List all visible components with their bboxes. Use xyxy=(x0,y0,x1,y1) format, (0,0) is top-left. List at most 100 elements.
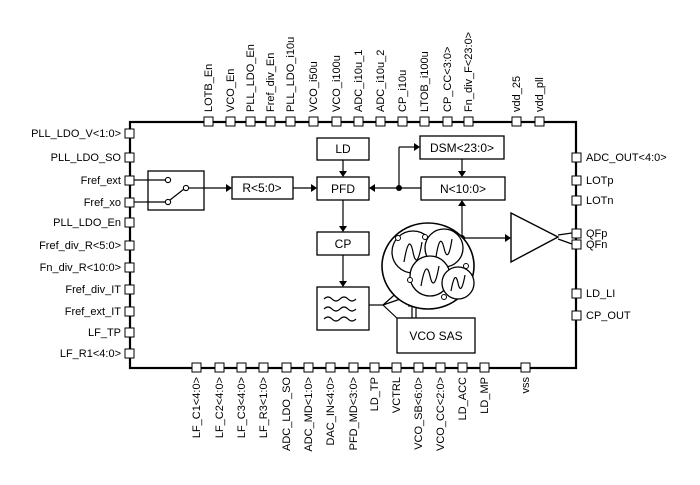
pin-label: ADC_i10u_1 xyxy=(353,50,365,112)
pin-label: PLL_LDO_i10u xyxy=(285,37,297,112)
pin-label: LF_R1<4:0> xyxy=(60,348,121,360)
top-pin: Fref_div_En xyxy=(265,53,277,127)
top-pin: VCO_En xyxy=(225,69,237,127)
bottom-pin: LF_C1<4:0> xyxy=(191,362,203,438)
pin-label: ADC_LDO_SO xyxy=(281,377,293,451)
bottom-pin: LF_R3<1:0> xyxy=(258,362,270,438)
loop-filter-block xyxy=(316,286,370,331)
right-pin: CP_OUT xyxy=(571,310,631,322)
pin-label: vss xyxy=(520,377,532,394)
pin-label: PFD_MD<3:0> xyxy=(348,377,360,450)
pin-label: CP_OUT xyxy=(586,310,631,322)
left-pin: PLL_LDO_SO xyxy=(51,152,135,164)
pin-label: Fref_ext xyxy=(81,175,121,187)
pin-label: LF_TP xyxy=(88,327,121,339)
right-pin: LD_LI xyxy=(571,288,615,300)
right-pin: LOTp xyxy=(571,175,614,187)
pin-label: ADC_MD<1:0> xyxy=(303,377,315,452)
bottom-pin: VCO_SB<6:0> xyxy=(413,362,425,450)
ld-label: LD xyxy=(335,142,351,156)
pin-label: ADC_i10u_2 xyxy=(375,50,387,112)
bottom-pin: LD_ACC xyxy=(457,362,469,420)
pin-label: VCO_i50u xyxy=(308,61,320,112)
cp-label: CP xyxy=(335,237,352,251)
left-pin: Fref_ext_IT xyxy=(65,306,135,318)
pin-label: Fn_div_R<10:0> xyxy=(40,262,121,274)
top-pin: vdd_pll xyxy=(534,77,546,127)
pin-label: LD_TP xyxy=(369,377,381,411)
left-pin: LF_TP xyxy=(88,327,135,339)
pin-label: PLL_LDO_En xyxy=(53,217,121,229)
pin-label: LF_C3<4:0> xyxy=(236,377,248,438)
pin-label: LOTp xyxy=(586,175,614,187)
vco-core xyxy=(441,266,475,300)
pin-label: LF_C2<4:0> xyxy=(214,377,226,438)
n-divider-label: N<10:0> xyxy=(440,182,486,196)
left-pin: Fn_div_R<10:0> xyxy=(40,262,135,274)
pin-label: ADC_OUT<4:0> xyxy=(586,152,667,164)
vco-sas-block: VCO SAS xyxy=(396,317,476,354)
pin-label: VCTRL xyxy=(391,377,403,413)
left-pin: Fref_div_IT xyxy=(65,284,135,296)
bottom-pins: LF_C1<4:0> LF_C2<4:0> LF_C3<4:0> LF_R3<1… xyxy=(191,362,532,452)
dsm-block: DSM<23:0> xyxy=(419,135,505,160)
pin-label: PLL_LDO_SO xyxy=(51,152,122,164)
r-divider-label: R<5:0> xyxy=(242,181,281,195)
top-pin: PLL_LDO_i10u xyxy=(285,37,297,127)
pin-label: Fref_div_R<5:0> xyxy=(39,240,121,252)
top-pin: Fn_div_F<23:0> xyxy=(463,32,475,127)
pin-label: Fn_div_F<23:0> xyxy=(463,32,475,112)
top-pin: vdd_25 xyxy=(511,76,523,127)
pin-label: QFp xyxy=(586,228,607,240)
left-pins: PLL_LDO_V<1:0> PLL_LDO_SO Fref_ext Fref_… xyxy=(31,128,135,360)
pin-label: LF_C1<4:0> xyxy=(191,377,203,438)
pin-label: CP_CC<3:0> xyxy=(442,47,454,112)
bottom-pin: LF_C2<4:0> xyxy=(214,362,226,438)
bottom-pin: vss xyxy=(520,362,532,394)
pfd-block: PFD xyxy=(316,176,370,201)
top-pin: ADC_i10u_1 xyxy=(353,50,365,127)
pfd-label: PFD xyxy=(331,182,355,196)
top-pin: ADC_i10u_2 xyxy=(375,50,387,127)
top-pin: VCO_i50u xyxy=(308,61,320,127)
bottom-pin: VCO_CC<2:0> xyxy=(435,362,447,451)
pin-label: CP_i10u xyxy=(397,70,409,112)
ld-block: LD xyxy=(316,137,370,161)
pin-label: VCO_i100u xyxy=(331,55,343,112)
bottom-pin: PFD_MD<3:0> xyxy=(348,362,360,450)
pin-label: LOTB_En xyxy=(203,64,215,112)
top-pin: CP_CC<3:0> xyxy=(442,47,454,127)
bottom-pin: VCTRL xyxy=(391,362,403,413)
output-buffer-amplifier xyxy=(510,211,560,264)
left-pin: LF_R1<4:0> xyxy=(60,348,135,360)
n-divider-block: N<10:0> xyxy=(420,176,506,201)
left-pin: Fref_div_R<5:0> xyxy=(39,240,135,252)
left-pin: PLL_LDO_V<1:0> xyxy=(31,128,135,140)
pin-label: vdd_pll xyxy=(534,77,546,112)
pin-label: QFn xyxy=(586,239,607,251)
left-pin: Fref_ext xyxy=(81,175,135,187)
left-pin: PLL_LDO_En xyxy=(53,217,135,229)
bottom-pin: LD_MP xyxy=(479,362,491,414)
pin-label: LD_MP xyxy=(479,377,491,414)
pin-label: LTOB_i100u xyxy=(419,51,431,112)
pin-label: PLL_LDO_En xyxy=(245,44,257,112)
pin-label: DAC_IN<4:0> xyxy=(325,377,337,445)
top-pins: LOTB_En VCO_En PLL_LDO_En Fref_div_En PL… xyxy=(203,32,546,127)
pin-label: LF_R3<1:0> xyxy=(258,377,270,438)
right-pin: LOTn xyxy=(571,195,614,207)
bottom-pin: ADC_LDO_SO xyxy=(281,362,293,451)
right-pin: ADC_OUT<4:0> xyxy=(571,152,667,164)
vco-bank xyxy=(381,222,475,310)
vco-sas-label: VCO SAS xyxy=(409,329,462,343)
top-pin: LTOB_i100u xyxy=(419,51,431,127)
pin-label: VCO_SB<6:0> xyxy=(413,377,425,450)
bottom-pin: DAC_IN<4:0> xyxy=(325,362,337,445)
pin-label: LOTn xyxy=(586,195,614,207)
pin-label: VCO_En xyxy=(225,69,237,112)
pin-label: Fref_xo xyxy=(84,197,121,209)
bottom-pin: ADC_MD<1:0> xyxy=(303,362,315,452)
right-pins: ADC_OUT<4:0> LOTp LOTn QFp QFn LD_LI CP_… xyxy=(571,152,667,322)
ref-select-switch xyxy=(147,170,205,211)
